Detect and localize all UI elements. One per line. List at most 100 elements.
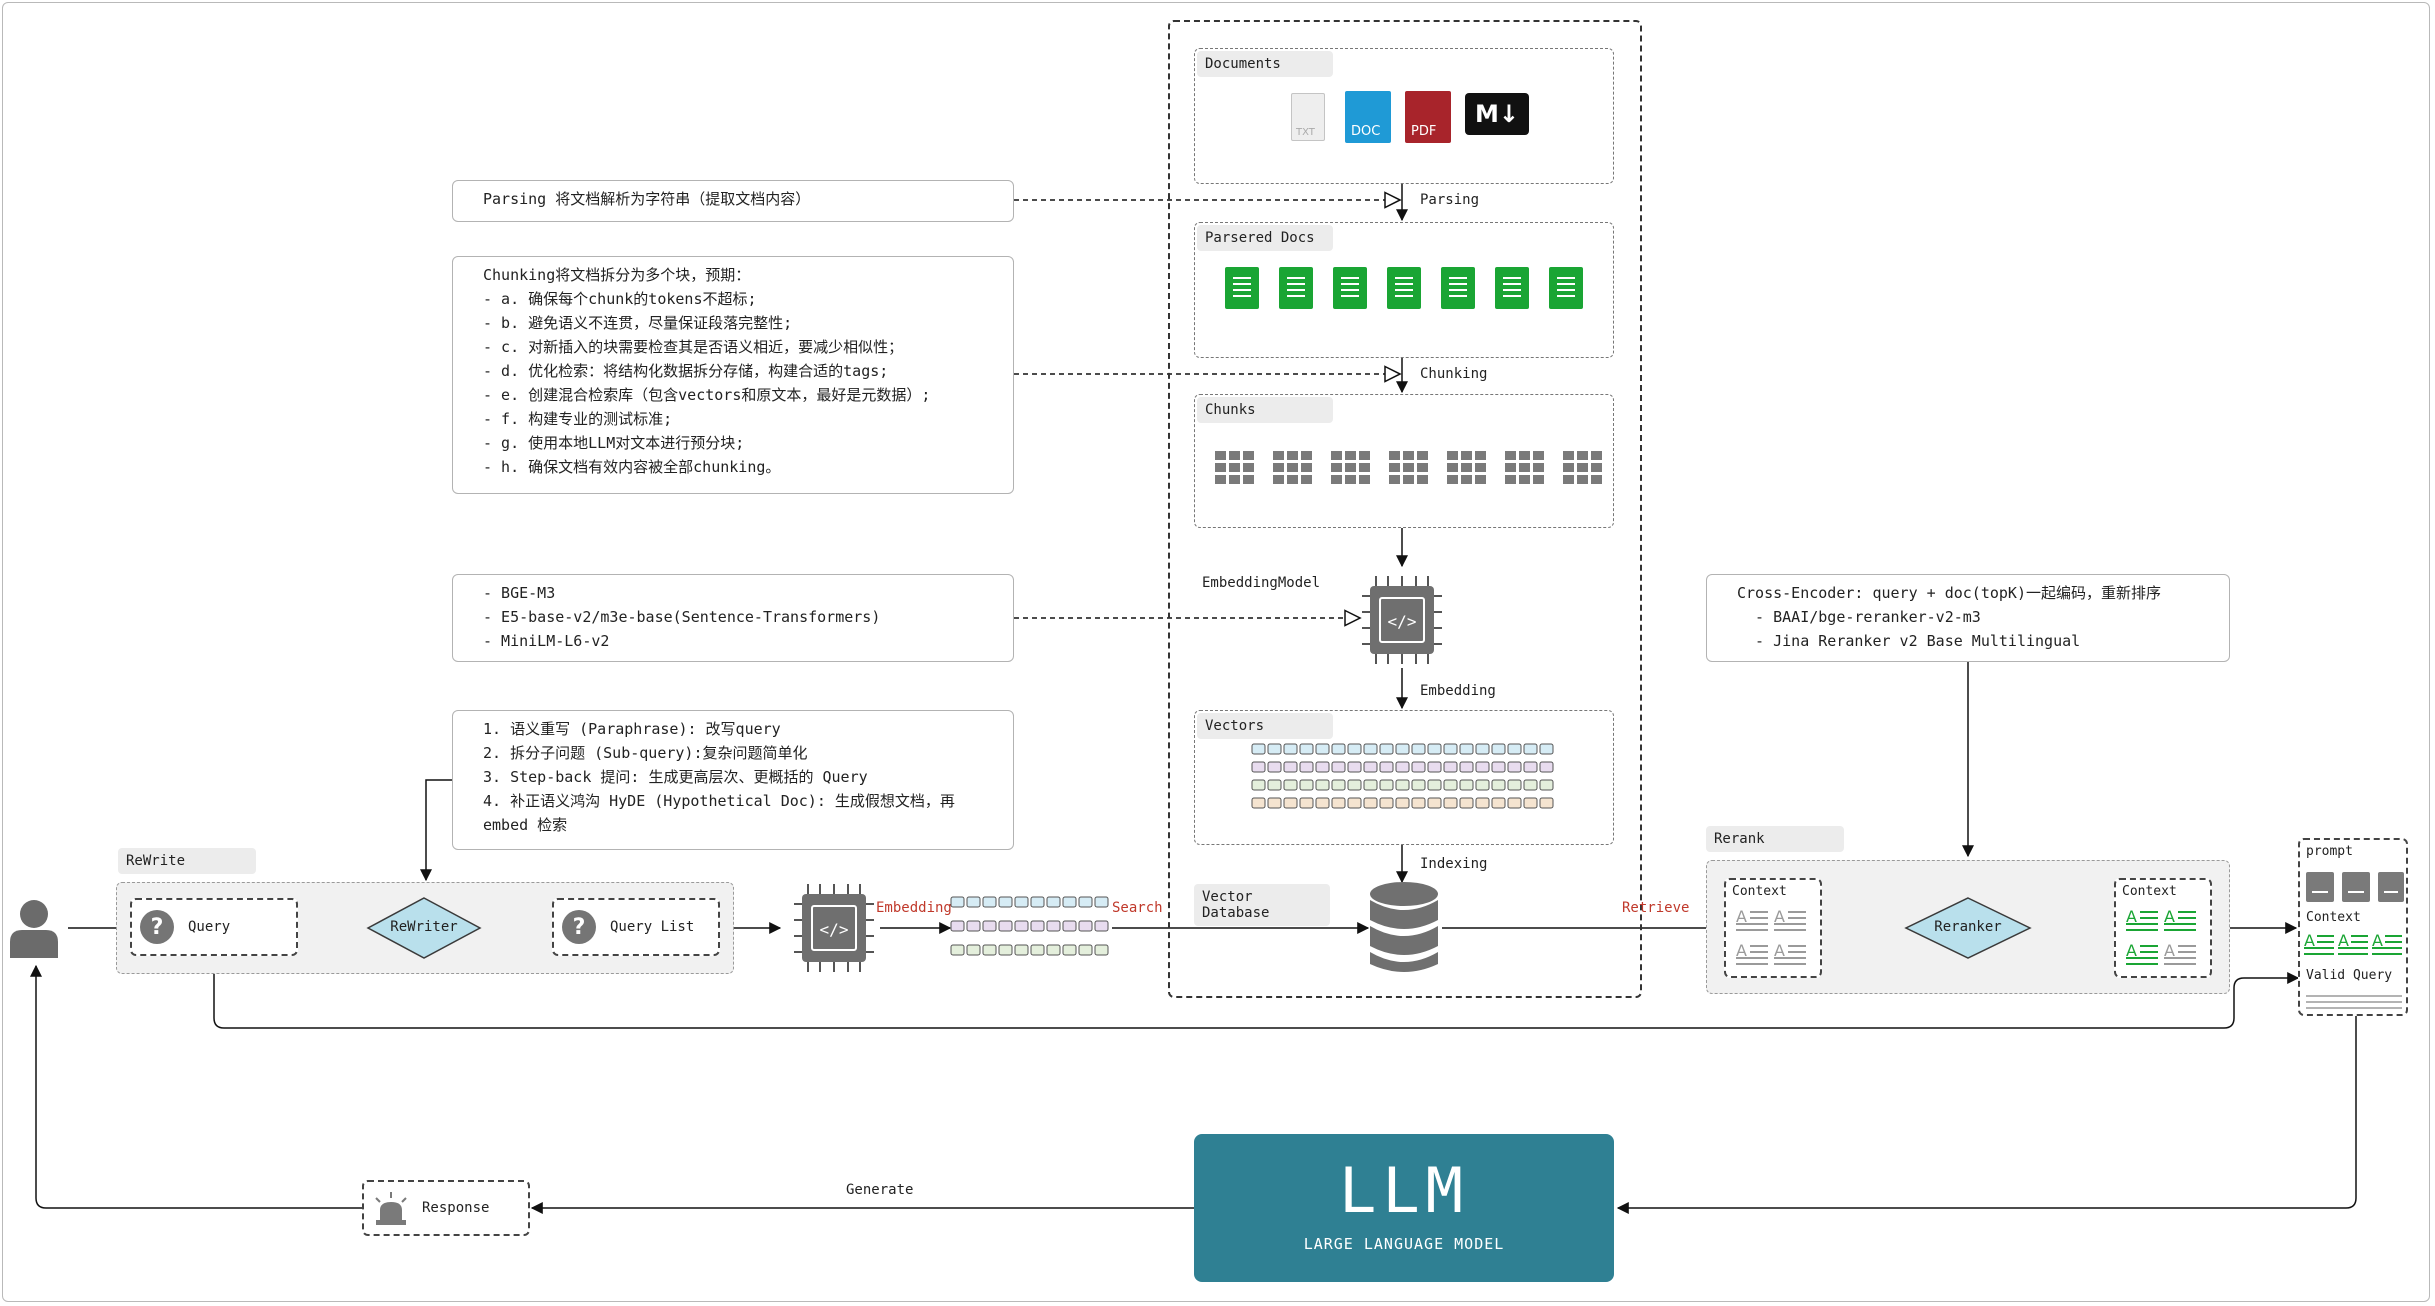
query-vector-rows — [950, 896, 1109, 956]
rerank-group-label: Rerank — [1706, 826, 1844, 852]
vector-cell — [1347, 797, 1362, 809]
prompt-doc-icons — [2306, 872, 2404, 902]
vector-cell — [1539, 779, 1554, 791]
vector-cell — [1251, 743, 1266, 755]
document-icon — [1549, 267, 1583, 309]
vector-cell — [1094, 896, 1109, 908]
vector-cell — [1299, 779, 1314, 791]
retrieve-label: Retrieve — [1622, 900, 1690, 916]
svg-text:A: A — [2126, 908, 2137, 926]
rewrite-note: 1. 语义重写 (Paraphrase): 改写query 2. 拆分子问题 (… — [452, 710, 1014, 850]
edge-prompt-llm — [1616, 1016, 2357, 1214]
embedding-red-label: Embedding — [876, 900, 952, 916]
svg-text:A: A — [2304, 932, 2315, 950]
vector-cell — [1331, 779, 1346, 791]
vector-cell — [1283, 743, 1298, 755]
llm-title: LLM — [1339, 1154, 1469, 1227]
vector-cell — [1283, 797, 1298, 809]
edge-response-user — [30, 964, 362, 1209]
vector-cell — [1030, 896, 1045, 908]
vector-cell — [1459, 797, 1474, 809]
response-node[interactable]: Response — [362, 1180, 530, 1236]
vector-cell — [1299, 797, 1314, 809]
siren-icon — [375, 1192, 407, 1225]
vector-cell — [1030, 920, 1045, 932]
vector-cell — [1062, 944, 1077, 956]
vector-cell — [1539, 797, 1554, 809]
vector-cell — [950, 920, 965, 932]
vector-cell — [1094, 944, 1109, 956]
vector-cell — [1331, 761, 1346, 773]
grid-icon — [1505, 451, 1544, 484]
search-label: Search — [1112, 900, 1163, 916]
indexing-edge-label: Indexing — [1420, 856, 1488, 872]
svg-text:A: A — [1736, 941, 1747, 960]
vector-cell — [1523, 797, 1538, 809]
vector-cell — [1251, 797, 1266, 809]
text-lines-icon: A — [1774, 941, 1806, 965]
vector-cell — [1283, 761, 1298, 773]
documents-label: Documents — [1197, 51, 1333, 77]
vector-cell — [1379, 779, 1394, 791]
vector-cell — [1014, 920, 1029, 932]
reranker-node[interactable] — [1904, 896, 2032, 960]
vectors-box: Vectors — [1194, 710, 1614, 845]
query-list-label: Query List — [610, 919, 695, 935]
svg-text:A: A — [2372, 932, 2383, 950]
text-lines-icon: A — [2304, 932, 2334, 955]
text-lines-icon: A — [2372, 932, 2402, 955]
vector-cell — [1363, 761, 1378, 773]
text-lines-icon: A — [1736, 908, 1768, 931]
txt-file-icon: TXT — [1291, 93, 1325, 141]
vector-cell — [1315, 779, 1330, 791]
llm-subtitle: LARGE LANGUAGE MODEL — [1303, 1235, 1505, 1253]
vector-cell — [1347, 743, 1362, 755]
chunking-note: Chunking将文档拆分为多个块，预期： - a. 确保每个chunk的tok… — [452, 256, 1014, 494]
rewriter-label: ReWriter — [390, 919, 458, 935]
vector-cell — [1062, 920, 1077, 932]
vector-cell — [1267, 779, 1282, 791]
rewrite-group-label: ReWrite — [118, 848, 256, 874]
edge-query-bypass — [213, 960, 2300, 1029]
vector-cell — [1347, 779, 1362, 791]
query-node[interactable]: ? Query — [130, 898, 298, 956]
rewriter-node[interactable] — [366, 896, 482, 960]
markdown-file-icon: M↓ — [1465, 93, 1529, 135]
llm-block[interactable]: LLM LARGE LANGUAGE MODEL — [1194, 1134, 1614, 1282]
query-list-node[interactable]: ? Query List — [552, 898, 720, 956]
text-lines-icon: A — [1736, 941, 1768, 965]
vector-cell — [998, 920, 1013, 932]
grid-icon — [1331, 451, 1370, 484]
vector-cell — [982, 944, 997, 956]
vector-cell — [1523, 743, 1538, 755]
document-icon — [1387, 267, 1421, 309]
vector-cell — [1395, 743, 1410, 755]
vector-cell — [1411, 761, 1426, 773]
vector-cell — [1331, 797, 1346, 809]
pipeline-container — [1168, 20, 1642, 998]
vectors-label: Vectors — [1197, 713, 1333, 739]
vector-cell — [1283, 779, 1298, 791]
vector-cell — [1363, 797, 1378, 809]
vector-cell — [1427, 797, 1442, 809]
user-icon[interactable] — [8, 898, 60, 960]
generate-edge-label: Generate — [846, 1182, 914, 1198]
chunk-grid-row — [1215, 445, 1621, 484]
vector-cell — [1379, 761, 1394, 773]
svg-text:</>: </> — [820, 920, 849, 939]
vector-cell — [950, 896, 965, 908]
pdf-label: PDF — [1411, 124, 1437, 139]
parsing-note: Parsing 将文档解析为字符串（提取文档内容） — [452, 180, 1014, 222]
vector-cell — [1411, 797, 1426, 809]
svg-text:A: A — [2338, 932, 2349, 950]
vector-cell — [1427, 761, 1442, 773]
document-icon — [1333, 267, 1367, 309]
vector-cell — [1395, 779, 1410, 791]
edge-note-rewriter — [420, 779, 452, 882]
grid-icon — [1215, 451, 1254, 484]
grid-icon — [1447, 451, 1486, 484]
vector-cell — [1475, 743, 1490, 755]
